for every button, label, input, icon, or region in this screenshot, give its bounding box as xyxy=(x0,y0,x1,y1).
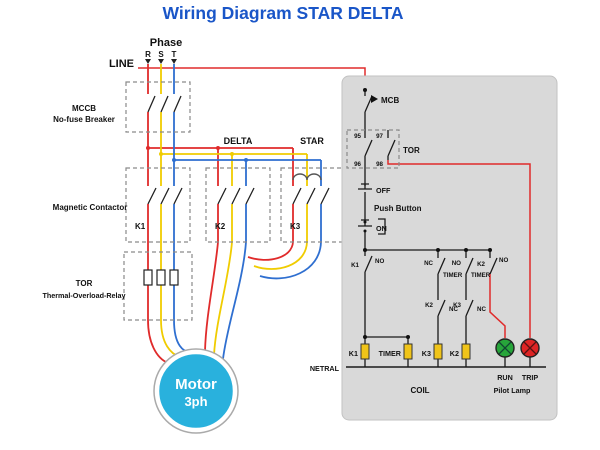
k1-coil-label: K1 xyxy=(349,349,358,358)
timer-coil xyxy=(403,343,413,360)
phase-r-label: R xyxy=(145,50,151,59)
trip-label: TRIP xyxy=(522,373,539,382)
control-black-wiring xyxy=(358,88,531,367)
timer-nc-type-label: NC xyxy=(424,260,433,267)
netral-label: NETRAL xyxy=(310,364,340,373)
on-label: ON xyxy=(376,224,387,233)
k1-label: K1 xyxy=(135,222,146,231)
timer-coil-label: TIMER xyxy=(379,349,402,358)
star-label: STAR xyxy=(300,136,324,146)
phase-t-label: T xyxy=(172,50,177,59)
k2-no-type-label: NO xyxy=(499,257,508,264)
on-button-symbol xyxy=(358,218,386,235)
mccb-box xyxy=(125,81,191,133)
coil-caption: COIL xyxy=(410,386,429,395)
star-bridge-arcs xyxy=(292,173,322,181)
tor-label-line2: Thermal-Overload-Relay xyxy=(42,291,125,300)
mccb-label-line1: MCCB xyxy=(72,104,96,113)
timer-no-dev-label: TIMER xyxy=(471,272,491,279)
control-tor-label: TOR xyxy=(403,146,420,155)
k2-no-dev-label: K2 xyxy=(477,261,485,268)
k3-label: K3 xyxy=(290,222,301,231)
control-circuit: MCB 95 97 96 98 TOR OFF Push Button ON K… xyxy=(310,75,558,421)
k2-label: K2 xyxy=(215,222,226,231)
run-label: RUN xyxy=(497,373,513,382)
k2-nc-type-label: NC xyxy=(449,306,458,313)
mcb-arrow-icon xyxy=(371,95,378,103)
mccb-label-line2: No-fuse Breaker xyxy=(53,115,115,124)
magnetic-contactor-label: Magnetic Contactor xyxy=(53,203,128,212)
k2-contactor-box xyxy=(205,167,271,243)
tor-terminal-95: 95 xyxy=(354,133,361,140)
run-lamp-wire xyxy=(489,274,506,338)
pilot-lamp-caption: Pilot Lamp xyxy=(494,386,531,395)
line-label: LINE xyxy=(109,58,134,70)
k1-no-type-label: NO xyxy=(375,258,384,265)
phase-r-wire xyxy=(146,64,294,364)
k2-coil xyxy=(461,343,471,360)
mcb-label: MCB xyxy=(381,96,399,105)
control-feed-wire xyxy=(138,67,366,90)
motor-label-line1: Motor xyxy=(175,376,217,393)
phase-t-wire xyxy=(172,64,322,360)
timer-nc-dev-label: TIMER xyxy=(443,272,463,279)
k2-coil-label: K2 xyxy=(450,349,459,358)
k1-contactor-box xyxy=(125,167,191,243)
off-label: OFF xyxy=(376,186,391,195)
page-title: Wiring Diagram STAR DELTA xyxy=(163,3,404,23)
motor: Motor 3ph xyxy=(153,348,239,434)
power-circuit: Phase R S T LINE xyxy=(42,37,366,434)
phase-arrow-icons xyxy=(145,59,177,64)
k3-coil xyxy=(433,343,443,360)
trip-lamp-icon xyxy=(520,338,540,358)
motor-circle xyxy=(156,351,236,431)
k3-nc-dev-label: K3 xyxy=(453,302,461,309)
k1-coil xyxy=(360,343,370,360)
trip-lamp-wire xyxy=(387,160,531,338)
tor-box xyxy=(123,251,193,321)
push-button-label: Push Button xyxy=(374,204,422,213)
k3-nc-type-label: NC xyxy=(477,306,486,313)
phase-label: Phase xyxy=(150,37,182,49)
tor-heater-elements xyxy=(143,269,179,286)
tor-terminal-96: 96 xyxy=(354,161,361,168)
k2-nc-dev-label: K2 xyxy=(425,302,433,309)
timer-no-type-label: NO xyxy=(452,260,461,267)
tor-terminal-97: 97 xyxy=(376,133,383,140)
run-lamp-icon xyxy=(495,338,515,358)
phase-s-wire xyxy=(159,64,308,358)
tor-terminal-98: 98 xyxy=(376,161,383,168)
k1-no-dev-label: K1 xyxy=(351,262,359,269)
control-tor-box xyxy=(346,129,400,169)
control-panel xyxy=(341,75,558,421)
phase-s-label: S xyxy=(158,50,164,59)
delta-label: DELTA xyxy=(224,136,253,146)
off-button-symbol xyxy=(358,183,372,190)
breaker-contact-blades xyxy=(147,95,330,205)
tor-label-line1: TOR xyxy=(76,279,93,288)
motor-label-line2: 3ph xyxy=(184,394,207,409)
k3-coil-label: K3 xyxy=(422,349,431,358)
